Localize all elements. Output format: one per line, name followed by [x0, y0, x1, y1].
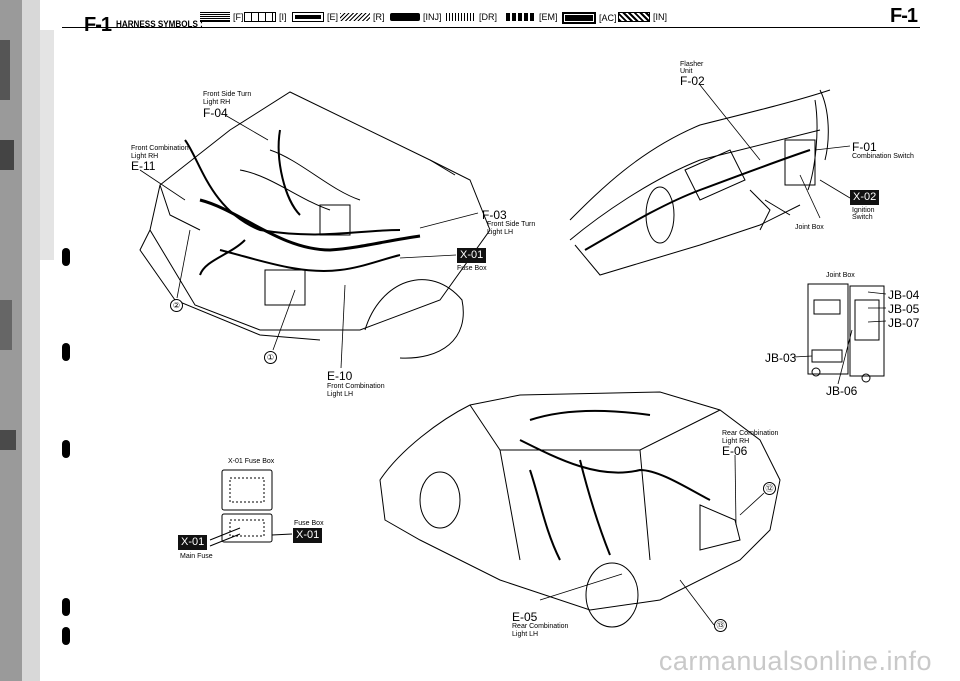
f04-desc1: Front Side Turn	[203, 91, 252, 98]
callout-1: ①	[264, 351, 277, 364]
fuse-box-label: Fuse Box	[294, 520, 324, 527]
f03-desc1: Front Side Turn	[487, 221, 536, 228]
e06-desc1: Rear Combination	[722, 430, 779, 437]
connector-e11: E-11	[131, 159, 156, 173]
fuse-box-drawing	[209, 469, 293, 547]
sedan-drawing	[379, 391, 781, 628]
connector-jb07: JB-07	[888, 316, 920, 330]
fuse-box-title: X-01 Fuse Box	[228, 458, 275, 465]
e05-desc2: Light LH	[512, 631, 539, 638]
connector-f02: F-02	[680, 74, 705, 88]
symbol-r: [R]	[340, 12, 385, 22]
joint-box-title: Joint Box	[826, 272, 855, 279]
symbol-e: [E]	[292, 12, 338, 22]
header-rule	[62, 27, 920, 28]
symbol-in-swatch	[618, 12, 650, 22]
symbol-i: [I]	[244, 12, 287, 22]
symbol-r-swatch	[340, 13, 370, 21]
e10-desc1: Front Combination	[327, 383, 385, 390]
symbol-dr-label: [DR]	[479, 12, 497, 22]
connector-e06: E-06	[722, 444, 748, 458]
symbol-dr: [DR]	[446, 12, 497, 22]
scan-edge	[0, 0, 70, 681]
harness-symbols-title: HARNESS SYMBOLS :	[116, 19, 203, 29]
connector-e10: E-10	[327, 369, 353, 383]
dashboard-drawing	[569, 89, 831, 276]
symbol-ac-swatch	[562, 12, 596, 24]
callout-12: ⑫	[763, 482, 776, 495]
e05-desc1: Rear Combination	[512, 623, 569, 630]
connector-f01: F-01	[852, 140, 877, 154]
dash-joint-box-label: Joint Box	[795, 224, 824, 231]
symbol-e-swatch	[292, 12, 324, 22]
f03-desc2: Light LH	[487, 229, 514, 236]
badge-x01-fuse-box: X-01	[293, 528, 323, 543]
badge-x01-main-fuse: X-01	[178, 535, 208, 550]
symbol-in-label: [IN]	[653, 12, 668, 22]
symbol-f-swatch	[200, 12, 230, 22]
connector-f03: F-03	[482, 208, 507, 222]
f01-desc: Combination Switch	[852, 153, 914, 160]
symbol-inj-label: [INJ]	[423, 12, 442, 22]
x02-desc1: Ignition	[852, 207, 875, 214]
connector-jb03: JB-03	[765, 351, 797, 365]
x02-desc2: Switch	[852, 214, 873, 221]
engine-bay-drawing	[139, 91, 491, 359]
symbol-ac: [AC]	[562, 12, 617, 24]
symbol-in: [IN]	[618, 12, 667, 22]
connector-jb05: JB-05	[888, 302, 920, 316]
badge-x01: X-01	[457, 248, 487, 263]
f02-desc2: Unit	[680, 68, 693, 75]
symbol-i-label: [I]	[279, 12, 287, 22]
symbol-em: [EM]	[506, 12, 558, 22]
symbol-f-label: [F]	[233, 12, 244, 22]
sedan-leaders	[539, 454, 765, 626]
e11-desc2: Light RH	[131, 153, 159, 160]
e11-desc1: Front Combination	[131, 145, 189, 152]
f04-desc2: Light RH	[203, 99, 231, 106]
watermark: carmanualsonline.info	[658, 646, 932, 676]
symbol-r-label: [R]	[373, 12, 385, 22]
main-fuse-label: Main Fuse	[180, 553, 213, 560]
callout-2: ②	[170, 299, 183, 312]
connector-f04: F-04	[203, 106, 228, 120]
connector-jb06: JB-06	[826, 384, 858, 398]
page-code-left: F-1	[84, 14, 112, 36]
joint-box-leaders	[793, 291, 887, 385]
symbol-em-label: [EM]	[539, 12, 558, 22]
dashboard-leaders	[699, 84, 851, 219]
symbol-em-swatch	[506, 13, 536, 21]
engine-leaders	[139, 114, 479, 369]
symbol-dr-swatch	[446, 13, 476, 21]
x01-desc: Fuse Box	[457, 265, 487, 272]
badge-x02: X-02	[850, 190, 880, 205]
symbol-inj-swatch	[390, 13, 420, 21]
connector-e05: E-05	[512, 610, 538, 624]
f02-desc1: Flasher	[680, 61, 704, 68]
symbol-ac-label: [AC]	[599, 13, 617, 23]
symbol-e-label: [E]	[327, 12, 339, 22]
symbol-inj: [INJ]	[390, 12, 442, 22]
page-code-right: F-1	[890, 5, 918, 27]
symbol-i-swatch	[244, 12, 276, 22]
joint-box-drawing	[807, 283, 885, 383]
scan-edge-art	[0, 0, 70, 681]
e10-desc2: Light LH	[327, 391, 354, 398]
connector-jb04: JB-04	[888, 288, 920, 302]
symbol-f: [F]	[200, 12, 244, 22]
callout-13: ⑬	[714, 619, 727, 632]
e06-desc2: Light RH	[722, 438, 750, 445]
